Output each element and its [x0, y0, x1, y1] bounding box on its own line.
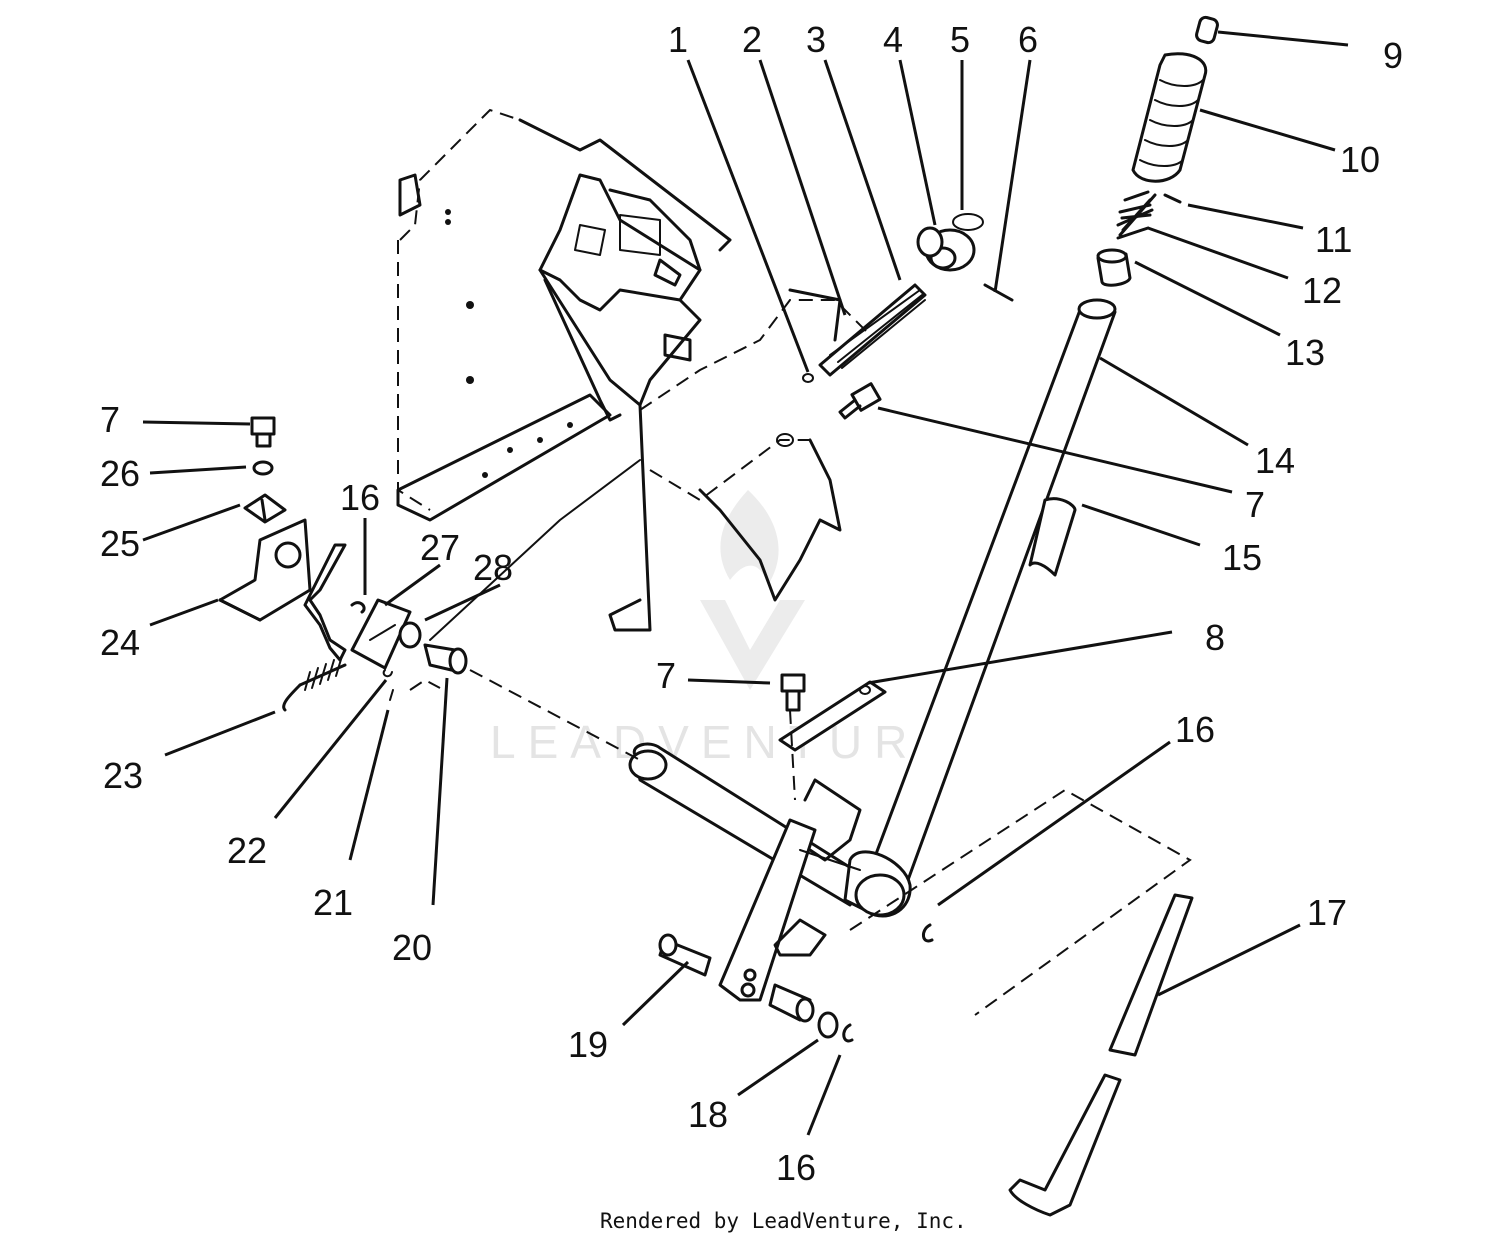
watermark: LEADVENTURE: [490, 490, 962, 768]
callout-22: 22: [227, 830, 267, 871]
handle-extension-box: [849, 788, 1192, 1016]
callout-23: 23: [103, 755, 143, 796]
bracket-27: [350, 598, 412, 670]
footer-credit: Rendered by LeadVenture, Inc.: [600, 1209, 967, 1233]
callout-11: 11: [1315, 219, 1352, 260]
callout-3: 3: [806, 19, 826, 60]
callout-17: 17: [1307, 892, 1347, 933]
sleeve: [1028, 497, 1077, 577]
callout-16-left: 16: [340, 477, 380, 518]
bolt-mid: [838, 382, 882, 420]
callout-9: 9: [1383, 35, 1403, 76]
callout-16-right: 16: [1175, 709, 1215, 750]
spring: [1116, 190, 1157, 240]
spacer-20: [423, 643, 468, 675]
callout-1: 1: [668, 19, 688, 60]
callout-2: 2: [742, 19, 762, 60]
callout-6: 6: [1018, 19, 1038, 60]
callout-13: 13: [1285, 332, 1325, 373]
callout-19: 19: [568, 1024, 608, 1065]
handle-tube: [868, 298, 1117, 882]
callout-7-right: 7: [1245, 484, 1265, 525]
callout-25: 25: [100, 523, 140, 564]
control-rod: [303, 543, 347, 662]
callout-24: 24: [100, 622, 140, 663]
spring-23: [282, 655, 347, 712]
adjustment-knob-assembly: [818, 213, 1014, 377]
watermark-text: LEADVENTURE: [490, 716, 962, 768]
callout-8: 8: [1205, 617, 1225, 658]
callout-15: 15: [1222, 537, 1262, 578]
bracket-24: [218, 518, 312, 622]
washer-26: [252, 460, 274, 476]
callout-18: 18: [688, 1094, 728, 1135]
plate: [778, 680, 887, 752]
callout-labels: 1 2 3 4 5 6 9 10 11 12 13 14 7 15 8 16 1…: [100, 19, 1403, 1188]
pin: [658, 933, 712, 977]
callout-28: 28: [473, 547, 513, 588]
callout-26: 26: [100, 453, 140, 494]
pivot-shaft-assembly: [628, 742, 912, 1002]
lower-bushing: [768, 983, 815, 1023]
callout-27: 27: [420, 527, 460, 568]
mounting-frame: [396, 108, 871, 632]
callout-5: 5: [950, 19, 970, 60]
bushing: [1096, 248, 1132, 287]
callout-14: 14: [1255, 440, 1295, 481]
callout-16-bottom: 16: [776, 1147, 816, 1188]
leader-lines: [142, 30, 1349, 1136]
callout-12: 12: [1302, 270, 1342, 311]
callout-7-lower: 7: [656, 655, 676, 696]
bolt-lower: [780, 673, 806, 712]
callout-20: 20: [392, 927, 432, 968]
handle-grip: [1131, 15, 1219, 204]
washer-28: [398, 621, 422, 649]
washer: [817, 1011, 839, 1039]
handle-extension: [1008, 893, 1194, 1217]
bolt-left: [250, 416, 276, 448]
callout-21: 21: [313, 882, 353, 923]
callout-10: 10: [1340, 139, 1380, 180]
callout-4: 4: [883, 19, 903, 60]
callout-7-left: 7: [100, 399, 120, 440]
clip-25: [243, 493, 287, 524]
